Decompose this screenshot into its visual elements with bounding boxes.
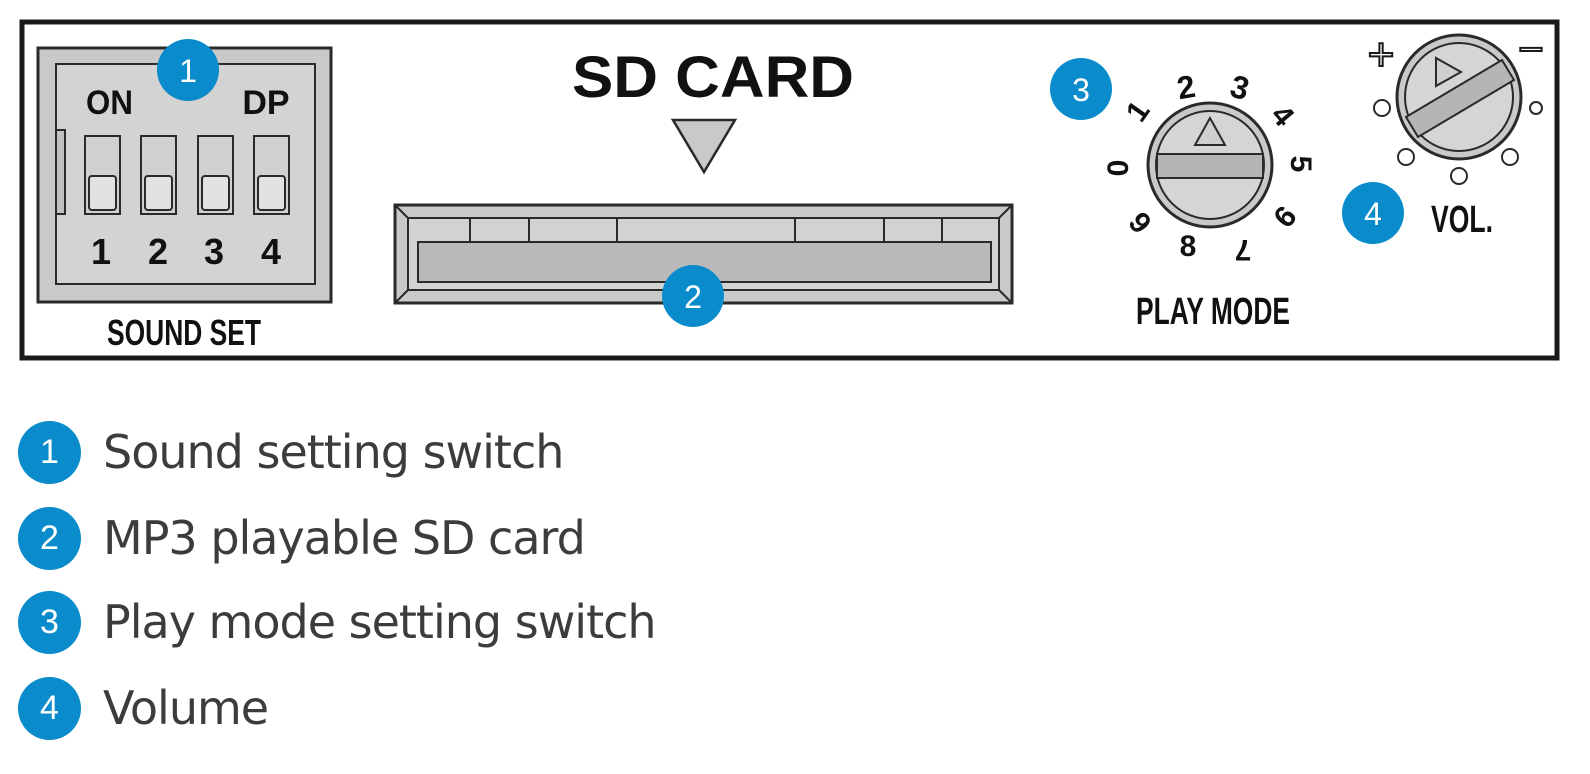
dip-switch-3[interactable]: [197, 135, 234, 215]
sound-set-label: SOUND SET: [107, 312, 261, 353]
control-panel-diagram: ON DP 1 2 3 4 SOUND SET 1 SD CARD 2: [19, 19, 1560, 361]
dial-number-8: 8: [1180, 230, 1197, 263]
legend-text-1: Sound setting switch: [103, 425, 564, 479]
dip-number-2: 2: [148, 231, 168, 272]
legend: 1 Sound setting switch 2 MP3 playable SD…: [0, 400, 1590, 774]
legend-item-sd-card: 2 MP3 playable SD card: [18, 506, 586, 570]
dip-number-1: 1: [91, 231, 111, 272]
dial-number-0: 0: [1102, 160, 1135, 177]
svg-text:3: 3: [1072, 72, 1090, 108]
callout-4-badge: 4: [1342, 182, 1404, 244]
sd-card-insert-arrow-icon: [670, 118, 738, 175]
svg-text:4: 4: [1364, 196, 1382, 232]
volume-pointer-icon: [1435, 56, 1464, 88]
legend-badge-4: 4: [18, 676, 81, 740]
dip-switch-1[interactable]: [84, 135, 121, 215]
legend-badge-1: 1: [18, 420, 81, 484]
callout-2-badge: 2: [662, 265, 724, 327]
volume-scale-dots: [1373, 99, 1543, 185]
sd-card-slot[interactable]: [393, 203, 1014, 305]
svg-text:1: 1: [179, 53, 197, 89]
legend-badge-3: 3: [18, 590, 81, 654]
callout-1-badge: 1: [157, 39, 219, 101]
dip-on-label: ON: [86, 83, 133, 122]
legend-text-2: MP3 playable SD card: [103, 511, 586, 565]
legend-item-sound-setting-switch: 1 Sound setting switch: [18, 420, 564, 484]
legend-item-play-mode-switch: 3 Play mode setting switch: [18, 590, 657, 654]
dial-number-7: 7: [1235, 233, 1252, 266]
dial-number-5: 5: [1284, 156, 1317, 173]
dial-number-2: 2: [1174, 68, 1198, 107]
volume-knob[interactable]: [1395, 33, 1523, 161]
volume-plus-icon: +: [1368, 28, 1395, 80]
dip-number-3: 3: [204, 231, 224, 272]
dip-switch-4[interactable]: [253, 135, 290, 215]
legend-badge-2: 2: [18, 506, 81, 570]
dip-dp-label: DP: [242, 84, 289, 122]
play-mode-rotary-switch[interactable]: [1146, 101, 1274, 229]
legend-text-3: Play mode setting switch: [103, 595, 657, 649]
dip-number-4: 4: [261, 231, 281, 272]
callout-3-badge: 3: [1050, 58, 1112, 120]
play-mode-label: PLAY MODE: [1136, 291, 1290, 333]
legend-item-volume: 4 Volume: [18, 676, 269, 740]
dip-switch-2[interactable]: [140, 135, 177, 215]
volume-label: VOL.: [1431, 199, 1493, 241]
play-mode-pointer-icon: [1193, 115, 1227, 146]
svg-text:2: 2: [684, 279, 702, 315]
legend-text-4: Volume: [103, 681, 269, 735]
volume-minus-icon: −: [1518, 25, 1544, 74]
sd-card-label: SD CARD: [572, 45, 854, 110]
